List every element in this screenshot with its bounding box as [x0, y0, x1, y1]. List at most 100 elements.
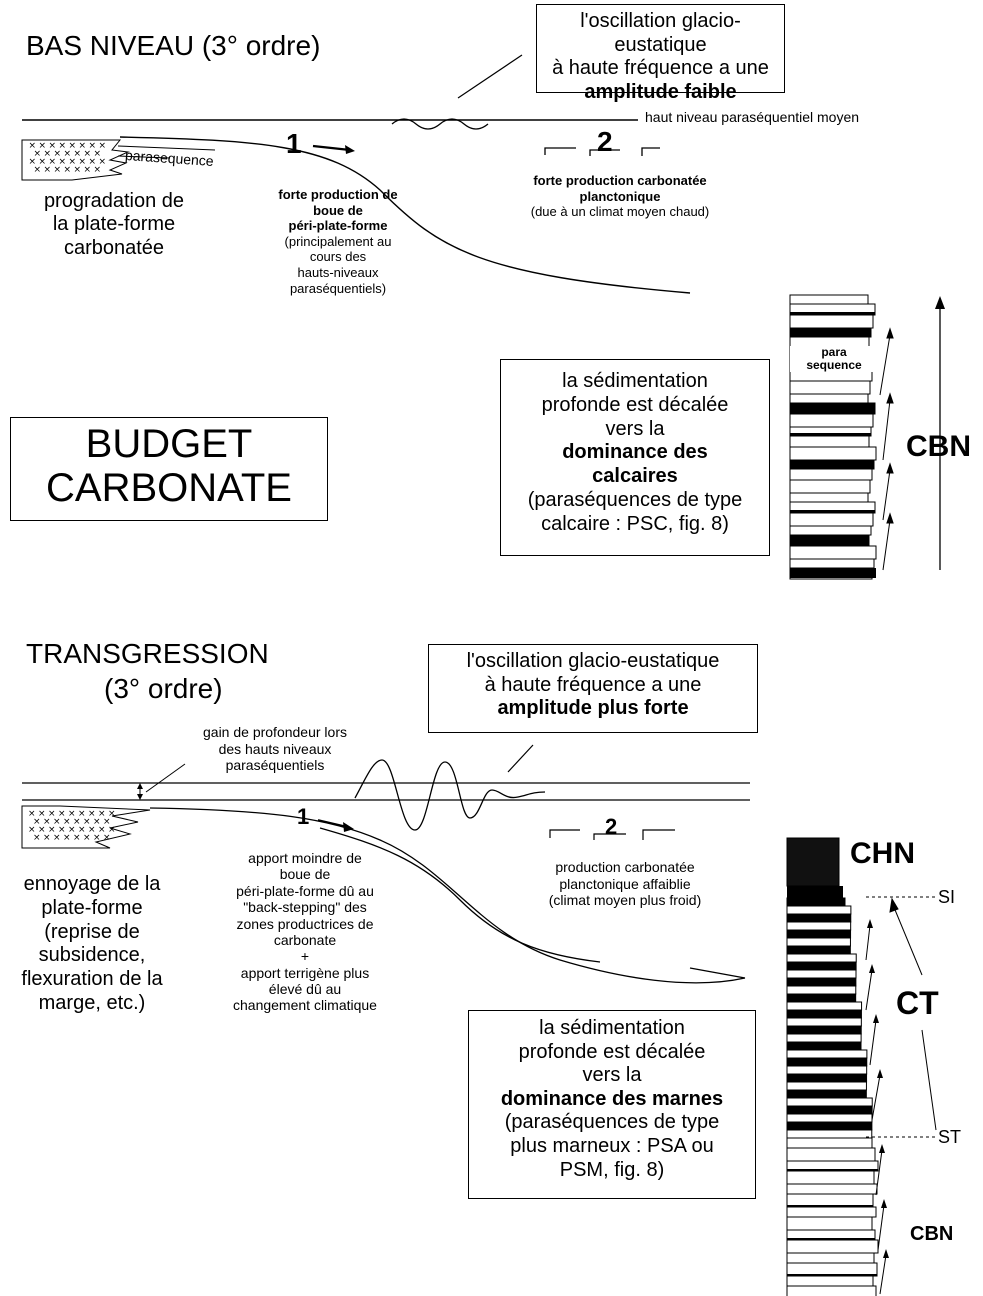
column-cbn-bed	[786, 1275, 874, 1287]
top-platform-line: carbonatée	[63, 236, 165, 259]
para-label-line: sequence	[806, 358, 862, 373]
column-bed	[789, 435, 870, 448]
bottom-deep-line: plus marneux : PSA ou	[510, 1134, 714, 1157]
depth-gain-line: des hauts niveaux	[218, 740, 332, 757]
column-bed	[789, 294, 869, 305]
top-production-1-line: péri-plate-forme	[288, 218, 388, 234]
top-platform-block: ××××××××××××××××××××××××××××××	[21, 139, 130, 181]
platform-hatch-mark: ×	[78, 809, 86, 819]
top-osc-pointer	[457, 54, 523, 99]
bottom-production-2-line: (climat moyen plus froid)	[548, 892, 702, 909]
top-production-2: forte production carbonatée planctonique…	[490, 173, 750, 220]
bottom-production-2-line: planctonique affaiblie	[559, 875, 691, 892]
platform-hatch-mark: ×	[98, 825, 106, 835]
column-bed	[789, 534, 870, 547]
column-bed	[789, 512, 874, 527]
bottom-platform-line: ennoyage de la	[23, 873, 161, 895]
platform-hatch-mark: ×	[39, 157, 47, 167]
top-stratigraphic-column	[789, 294, 877, 580]
platform-hatch-mark: ×	[89, 157, 97, 167]
platform-hatch-mark: ×	[94, 149, 102, 159]
top-osc-line1: l'oscillation glacio-eustatique	[580, 10, 741, 56]
column-bed	[789, 446, 877, 461]
column-bed	[789, 558, 875, 569]
top-platform-line: progradation de	[43, 190, 185, 212]
sequence-arrow	[869, 1019, 877, 1066]
column-ct-bed	[786, 1121, 873, 1131]
column-ct-bed	[786, 953, 857, 963]
top-osc-line2: à haute fréquence a une	[552, 57, 769, 80]
column-bed	[789, 380, 871, 395]
top-platform-text: progradation de la plate-forme carbonaté…	[14, 190, 214, 260]
platform-hatch-mark: ×	[84, 165, 92, 175]
sequence-arrowhead	[886, 462, 894, 474]
platform-hatch-mark: ×	[73, 817, 81, 827]
bottom-osc-pointer	[507, 744, 534, 773]
bottom-stratigraphic-column	[786, 837, 879, 1296]
bottom-cbn-label: CBN	[910, 1223, 954, 1245]
bottom-deep-line: profonde est décalée	[518, 1040, 706, 1063]
column-ct-bed	[786, 929, 852, 939]
platform-hatch-mark: ×	[53, 833, 61, 843]
platform-hatch-mark: ×	[88, 809, 96, 819]
column-ct-bed	[786, 1033, 862, 1043]
top-platform-line: la plate-forme	[52, 213, 176, 236]
top-deep-line: profonde est décalée	[541, 393, 729, 416]
top-osc-line3: amplitude faible	[584, 80, 737, 103]
top-production-1: forte production de boue de péri-plate-f…	[238, 187, 438, 296]
platform-hatch-mark: ×	[103, 833, 111, 843]
column-marl-band	[790, 433, 871, 436]
platform-hatch-mark: ×	[93, 817, 101, 827]
column-ct-bed	[786, 977, 857, 987]
top-parasequence-wedge	[117, 145, 216, 159]
sequence-arrow	[879, 1254, 887, 1295]
bottom-deep-line: (paraséquences de type	[504, 1111, 720, 1134]
sequence-arrow	[882, 399, 891, 461]
platform-hatch-mark: ×	[44, 149, 52, 159]
top-deep-line: calcaires	[592, 465, 678, 488]
column-ct-bed	[786, 1009, 862, 1019]
input-line: apport terrigène plus	[240, 964, 370, 981]
sequence-arrowhead	[881, 1199, 887, 1208]
bottom-zone-2-number: 2	[605, 814, 618, 839]
platform-hatch-mark: ×	[33, 817, 41, 827]
bottom-slope-tail	[689, 967, 746, 979]
top-deep-line: dominance des	[562, 441, 708, 464]
column-ct-bed	[786, 985, 857, 995]
platform-hatch-mark: ×	[98, 809, 106, 819]
column-bed	[789, 413, 874, 428]
sequence-arrow	[871, 1074, 881, 1121]
bottom-deep-line: PSM, fig. 8)	[559, 1158, 665, 1181]
top-column-arrows	[879, 327, 894, 571]
platform-hatch-mark: ×	[79, 157, 87, 167]
bottom-deep-line: vers la	[582, 1064, 642, 1087]
platform-hatch-mark: ×	[33, 833, 41, 843]
sequence-arrowhead	[877, 1069, 883, 1078]
input-line: changement climatique	[233, 997, 377, 1014]
sequence-arrowhead	[879, 1144, 885, 1153]
column-bed	[789, 393, 869, 404]
platform-hatch-mark: ×	[53, 817, 61, 827]
bottom-wave	[354, 759, 546, 831]
bottom-oscillation-box: l'oscillation glacio-eustatique à haute …	[428, 644, 758, 733]
platform-hatch-mark: ×	[38, 825, 46, 835]
column-cbn-bed	[786, 1216, 873, 1231]
platform-hatch-mark: ×	[54, 149, 62, 159]
column-ct-bed	[786, 1129, 873, 1139]
platform-hatch-mark: ×	[68, 825, 76, 835]
column-ct-bed	[786, 1089, 867, 1099]
budget-carbonate-box: BUDGET CARBONATE	[10, 417, 328, 521]
input-line: carbonate	[273, 931, 337, 948]
top-sea-level-label: haut niveau paraséquentiel moyen	[645, 109, 860, 125]
top-production-2-line: forte production carbonatée	[533, 173, 707, 188]
bottom-deep-line: dominance des marnes	[500, 1087, 724, 1110]
platform-hatch-mark: ×	[39, 141, 47, 151]
column-ct-bed	[786, 1041, 862, 1051]
platform-hatch-mark: ×	[69, 141, 77, 151]
top-zone-2-markers	[544, 147, 660, 156]
platform-hatch-mark: ×	[34, 149, 42, 159]
bottom-slope-curve-upper	[149, 807, 746, 984]
column-ct-bed	[786, 969, 857, 979]
sequence-arrow	[879, 334, 891, 396]
platform-hatch-mark: ×	[54, 165, 62, 175]
